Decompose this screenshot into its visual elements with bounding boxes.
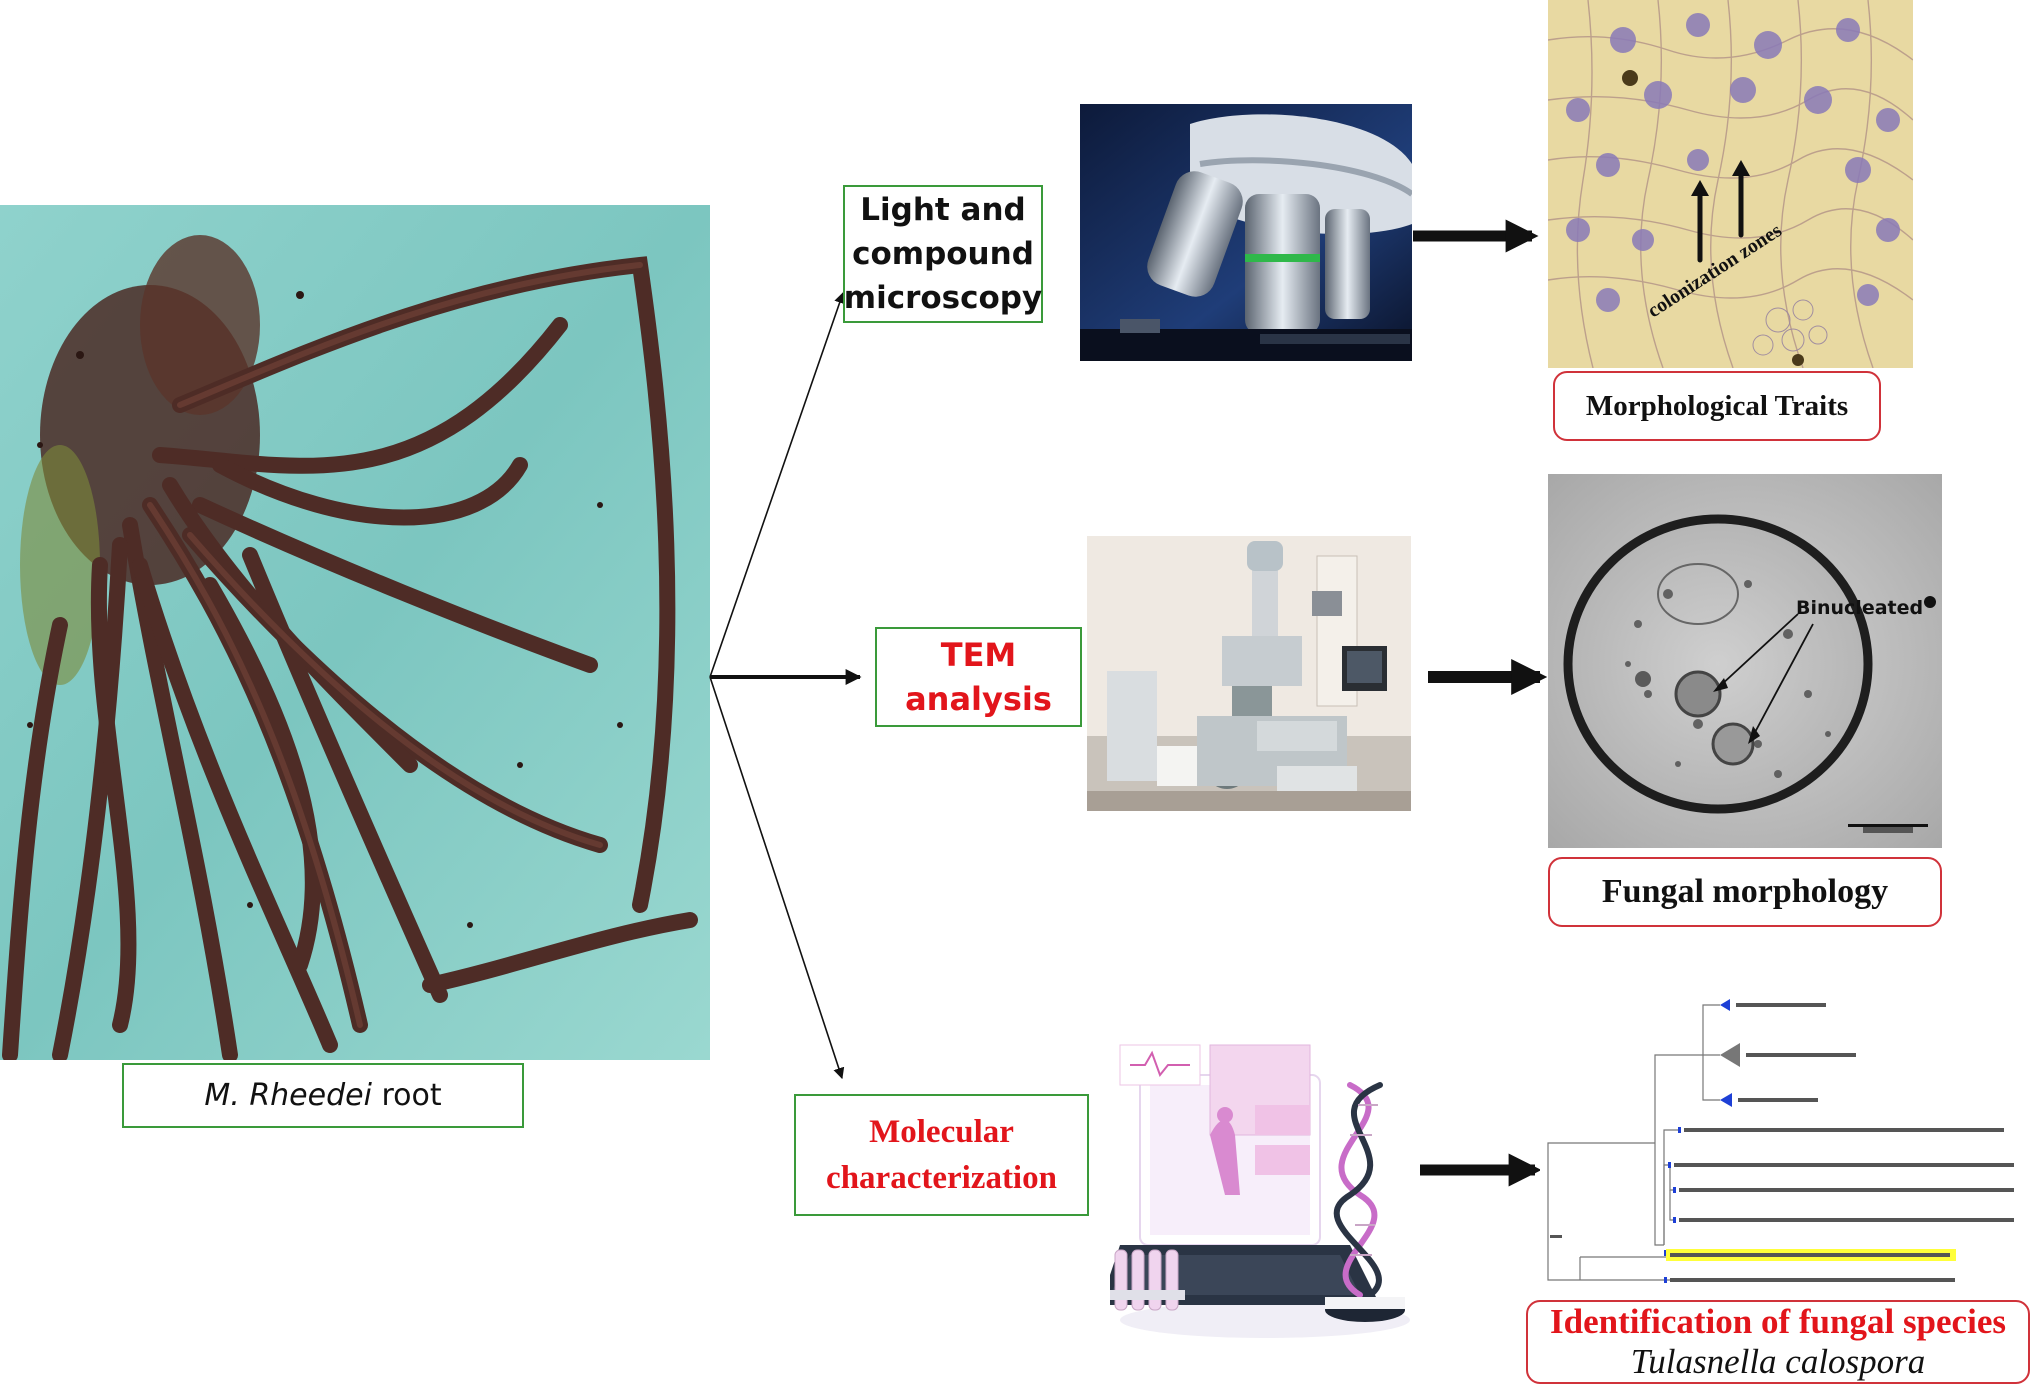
binucleated-label: Binucleated xyxy=(1796,597,1923,619)
light-microscopy-box: Light and compound microscopy xyxy=(843,185,1043,323)
light-line3: microscopy xyxy=(843,280,1043,316)
molecular-illustration xyxy=(1110,1035,1420,1345)
molecular-line2: characterization xyxy=(826,1160,1057,1196)
fungal-morphology-label: Fungal morphology xyxy=(1601,873,1889,910)
root-caption-box: M. Rheedei root xyxy=(122,1063,524,1128)
tem-micrograph: Binucleated xyxy=(1548,474,1942,848)
molecular-characterization-box: Molecular characterization xyxy=(794,1094,1089,1216)
species-name: Tulasnella calospora xyxy=(1630,1342,1926,1381)
arrow-to-molecular xyxy=(709,676,845,1080)
light-line2: compound xyxy=(852,236,1034,272)
phylogenetic-tree xyxy=(1540,995,2020,1300)
root-caption-rest: root xyxy=(371,1078,442,1113)
tem-line1: TEM xyxy=(940,636,1017,674)
fungal-morphology-box: Fungal morphology xyxy=(1548,857,1942,927)
identification-label: Identification of fungal species xyxy=(1550,1302,2006,1341)
tem-analysis-box: TEM analysis xyxy=(875,627,1082,727)
tem-line2: analysis xyxy=(905,680,1052,718)
arrow-to-light xyxy=(709,291,845,678)
morphology-micrograph: colonization zones xyxy=(1548,0,1913,368)
microscope-photo xyxy=(1080,104,1412,361)
root-photo xyxy=(0,205,710,1060)
light-line1: Light and xyxy=(860,192,1026,228)
identification-box: Identification of fungal species Tulasne… xyxy=(1526,1300,2030,1384)
molecular-line1: Molecular xyxy=(869,1114,1014,1150)
tem-instrument-photo xyxy=(1087,536,1411,811)
root-caption-species: M. Rheedei xyxy=(204,1078,372,1113)
morphological-traits-label: Morphological Traits xyxy=(1585,389,1849,422)
morphological-traits-box: Morphological Traits xyxy=(1553,371,1881,441)
